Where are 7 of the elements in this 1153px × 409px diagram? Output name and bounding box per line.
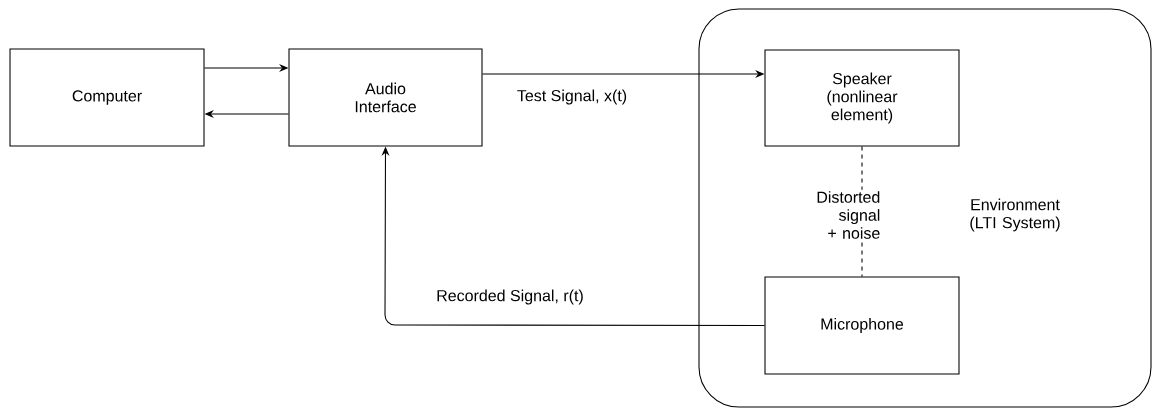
- process-box: Computer: [9, 48, 205, 147]
- edge-label: Recorded Signal, r(t): [434, 288, 586, 306]
- process-box: Speaker (nonlinear element): [764, 49, 960, 147]
- edge-label: Distorted signal + noise: [812, 189, 882, 241]
- process-box: Microphone: [764, 276, 960, 375]
- edge-label: Test Signal, x(t): [515, 88, 629, 106]
- process-box: Audio Interface: [288, 48, 483, 147]
